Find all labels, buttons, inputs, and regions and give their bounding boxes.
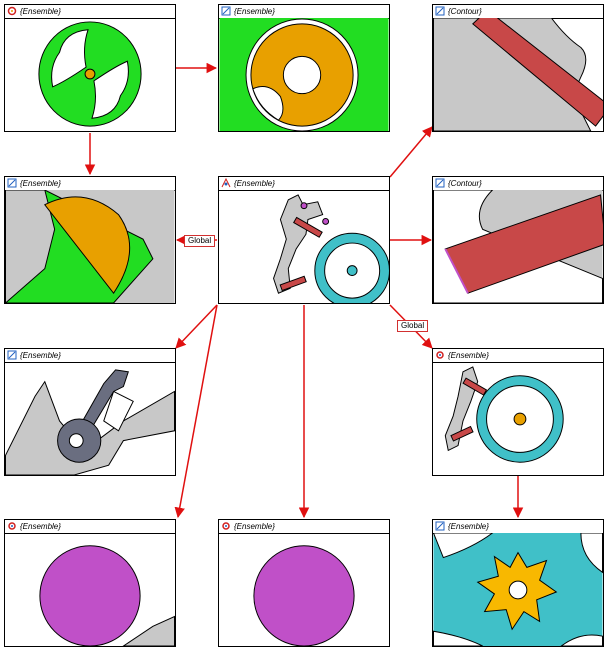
node-title-bar: {Ensemble} xyxy=(219,5,389,19)
escapement-assembly xyxy=(273,194,389,303)
node-ensemble-orange-ring[interactable]: {Ensemble} xyxy=(218,4,390,132)
green-orange-shape xyxy=(5,190,175,303)
node-title-bar: {Ensemble} xyxy=(219,520,389,534)
node-title-bar: {Contour} xyxy=(433,5,603,19)
node-ensemble-center[interactable]: {Ensemble} xyxy=(218,176,390,304)
node-ensemble-purple-disk-1[interactable]: {Ensemble} xyxy=(4,519,176,647)
node-title: {Ensemble} xyxy=(234,179,275,188)
yellow-star-shape xyxy=(433,533,603,646)
blue-frame-icon xyxy=(435,178,445,188)
blue-frame-icon xyxy=(7,178,17,188)
blue-frame-icon xyxy=(221,6,231,16)
node-title-bar: {Ensemble} xyxy=(433,349,603,363)
red-pivot-icon xyxy=(436,351,444,359)
node-title: {Contour} xyxy=(448,179,482,188)
edge-n5-n8 xyxy=(174,304,218,519)
node-title: {Ensemble} xyxy=(448,522,489,531)
node-ensemble-escape-wheel[interactable]: {Ensemble} xyxy=(432,348,604,476)
node-title: {Ensemble} xyxy=(448,351,489,360)
blue-frame-icon xyxy=(7,350,17,360)
node-contour-red-bar[interactable]: {Contour} xyxy=(432,4,604,132)
purple-disk-shape xyxy=(39,545,175,646)
node-ensemble-yellow-star[interactable]: {Ensemble} xyxy=(432,519,604,647)
node-ensemble-slate-lever[interactable]: {Ensemble} xyxy=(4,348,176,476)
node-title-bar: {Ensemble} xyxy=(5,520,175,534)
escape-wheel-shape xyxy=(444,366,564,463)
node-title: {Ensemble} xyxy=(234,7,275,16)
red-pivot-icon xyxy=(8,522,16,530)
node-title: {Contour} xyxy=(448,7,482,16)
node-ensemble-purple-disk-2[interactable]: {Ensemble} xyxy=(218,519,390,647)
red-pivot-icon xyxy=(222,522,230,530)
edge-n5-n3 xyxy=(389,126,433,178)
contour-shape xyxy=(433,190,603,303)
node-title-bar: {Ensemble} xyxy=(5,177,175,191)
purple-disk-shape xyxy=(253,545,355,646)
blue-frame-icon xyxy=(435,6,445,16)
node-title-bar: {Ensemble} xyxy=(5,349,175,363)
node-title: {Ensemble} xyxy=(20,7,61,16)
rotation-pin-icon xyxy=(221,178,231,188)
node-title: {Ensemble} xyxy=(234,522,275,531)
node-ensemble-green-wheel[interactable]: {Ensemble} xyxy=(4,4,176,132)
edge-n5-n7 xyxy=(175,304,218,349)
green-wheel-shape xyxy=(38,21,142,127)
node-title: {Ensemble} xyxy=(20,351,61,360)
node-contour-red-bar-2[interactable]: {Contour} xyxy=(432,176,604,304)
node-title: {Ensemble} xyxy=(20,179,61,188)
blue-frame-icon xyxy=(435,521,445,531)
node-title: {Ensemble} xyxy=(20,522,61,531)
edge-label-global-left: Global xyxy=(184,235,216,247)
node-title-bar: {Ensemble} xyxy=(5,5,175,19)
orange-ring-shape xyxy=(219,18,389,131)
node-title-bar: {Ensemble} xyxy=(433,520,603,534)
slate-lever-shape xyxy=(5,369,175,475)
contour-shape xyxy=(433,18,603,131)
edge-label-global-right: Global xyxy=(397,320,429,332)
node-title-bar: {Ensemble} xyxy=(219,177,389,191)
node-title-bar: {Contour} xyxy=(433,177,603,191)
node-ensemble-green-orange[interactable]: {Ensemble} xyxy=(4,176,176,304)
orange-rotation-icon xyxy=(7,6,17,16)
